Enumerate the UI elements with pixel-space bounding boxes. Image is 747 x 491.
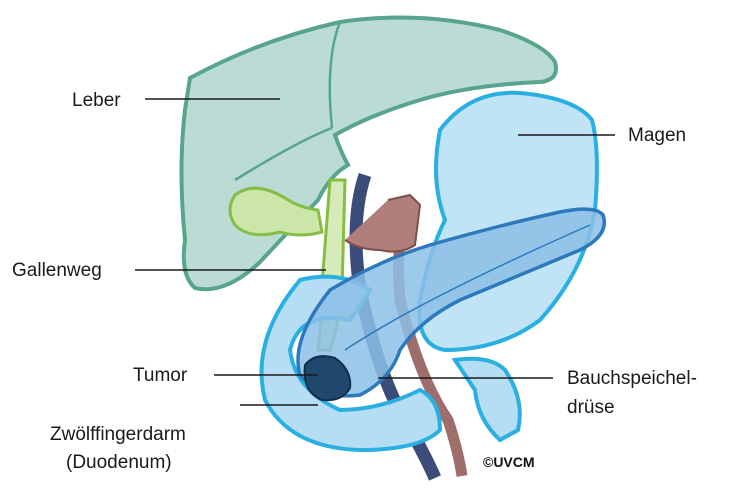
label-pancreas-line2: drüse	[567, 397, 615, 418]
tumor-shape	[303, 355, 352, 402]
label-duodenum-line2: (Duodenum)	[66, 452, 172, 473]
label-tumor: Tumor	[133, 365, 188, 386]
leader-lines	[135, 98, 615, 406]
label-pancreas-line1: Bauchspeichel-	[567, 368, 697, 389]
label-stomach: Magen	[628, 125, 687, 146]
label-duodenum-line1: Zwölffingerdarm	[50, 424, 186, 445]
copyright: ©UVCM	[483, 454, 535, 470]
gallbladder-shape	[228, 186, 324, 237]
label-bile-duct: Gallenweg	[12, 260, 102, 281]
label-liver: Leber	[72, 90, 121, 111]
